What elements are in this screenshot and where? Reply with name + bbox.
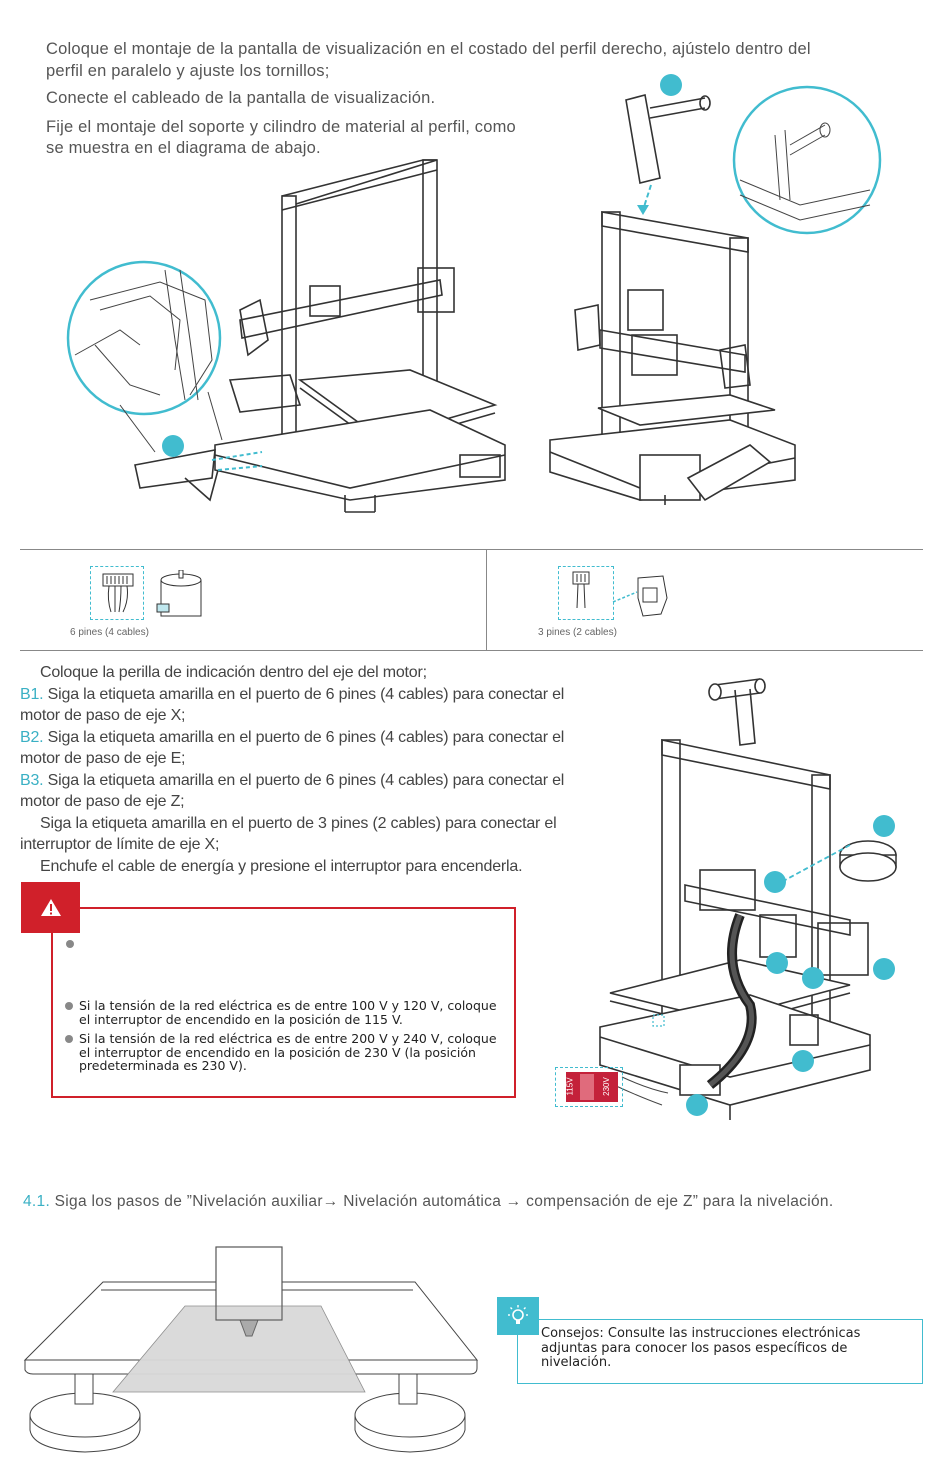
switch-rocker <box>580 1074 594 1100</box>
lightbulb-icon <box>508 1305 528 1324</box>
tips-icon-badge <box>497 1297 539 1335</box>
step-marker <box>873 958 895 980</box>
connector-6pin-icon <box>102 570 202 617</box>
b1-prefix: B1. <box>20 685 44 703</box>
step-marker <box>766 952 788 974</box>
voltage-230-label: 230V <box>601 1077 611 1096</box>
b2-continuation: motor de paso de eje E; <box>20 750 186 767</box>
tips-line: adjuntas para conocer los pasos específi… <box>541 1340 848 1356</box>
b3-prefix: B3. <box>20 771 44 789</box>
b3-instruction: B3. Siga la etiqueta amarilla en el puer… <box>20 771 565 789</box>
step-marker <box>873 815 895 837</box>
printer-assembly-illustration <box>66 85 882 513</box>
tips-line: Consejos: Consulte las instrucciones ele… <box>541 1326 861 1341</box>
assembly-instructions: Coloque el montaje de la pantalla de vis… <box>46 38 926 160</box>
limit-continuation: interruptor de límite de eje X; <box>20 836 220 853</box>
leveling-step: 4.1. Siga los pasos de ”Nivelación auxil… <box>23 1193 834 1210</box>
limit-switch-icon <box>572 571 668 617</box>
connector-6pin-box <box>90 566 144 620</box>
b1-continuation: motor de paso de eje X; <box>20 707 186 724</box>
warning-box <box>51 907 516 1098</box>
instruction-line: Conecte el cableado de la pantalla de vi… <box>46 89 436 107</box>
leveling-illustration <box>23 1246 479 1453</box>
warning-header <box>21 882 80 933</box>
bullet <box>65 1035 73 1043</box>
instruction-line: Fije el montaje del soporte y cilindro d… <box>46 118 516 136</box>
tips-line: nivelación. <box>541 1355 612 1370</box>
warning-triangle-icon <box>41 899 61 916</box>
wiring-instructions: Coloque la perilla de indicación dentro … <box>20 662 640 877</box>
warning-empty-bullet <box>66 940 74 948</box>
connector-table-divider <box>486 549 487 651</box>
b2-instruction: B2. Siga la etiqueta amarilla en el puer… <box>20 728 565 746</box>
voltage-switch-callout: 115V 230V <box>555 1067 623 1107</box>
bullet <box>65 1002 73 1010</box>
b3-continuation: motor de paso de eje Z; <box>20 793 185 810</box>
instruction-line: perfil en paralelo y ajuste los tornillo… <box>46 62 330 80</box>
warning-item: Si la tensión de la red eléctrica es de … <box>64 1032 509 1073</box>
connector-3pin-box <box>558 566 614 620</box>
instruction-line: se muestra en el diagrama de abajo. <box>46 139 321 157</box>
b1-instruction: B1. Siga la etiqueta amarilla en el puer… <box>20 685 565 703</box>
step-marker <box>162 435 184 457</box>
tips-box <box>517 1319 923 1384</box>
connector-6pin-label: 6 pines (4 cables) <box>70 627 149 638</box>
step-marker <box>660 74 682 96</box>
limit-instruction: Siga la etiqueta amarilla en el puerto d… <box>40 814 557 832</box>
connector-table-bottom-border <box>20 650 923 651</box>
connector-table-top-border <box>20 549 923 550</box>
voltage-switch: 115V 230V <box>566 1072 618 1102</box>
step-marker <box>792 1050 814 1072</box>
instruction-line: Coloque el montaje de la pantalla de vis… <box>46 40 811 58</box>
knob-instruction: Coloque la perilla de indicación dentro … <box>40 664 427 681</box>
warning-item: Si la tensión de la red eléctrica es de … <box>64 999 509 1026</box>
warning-list: Si la tensión de la red eléctrica es de … <box>64 999 509 1073</box>
tips-text: Consejos: Consulte las instrucciones ele… <box>541 1326 861 1371</box>
printer-wiring-illustration <box>599 678 897 1120</box>
b2-prefix: B2. <box>20 728 44 746</box>
leveling-step-prefix: 4.1. <box>23 1193 51 1210</box>
step-marker <box>686 1094 708 1116</box>
power-instruction: Enchufe el cable de energía y presione e… <box>40 857 523 875</box>
step-marker <box>802 967 824 989</box>
step-marker <box>764 871 786 893</box>
connector-3pin-label: 3 pines (2 cables) <box>538 627 617 638</box>
voltage-115-label: 115V <box>565 1077 575 1096</box>
